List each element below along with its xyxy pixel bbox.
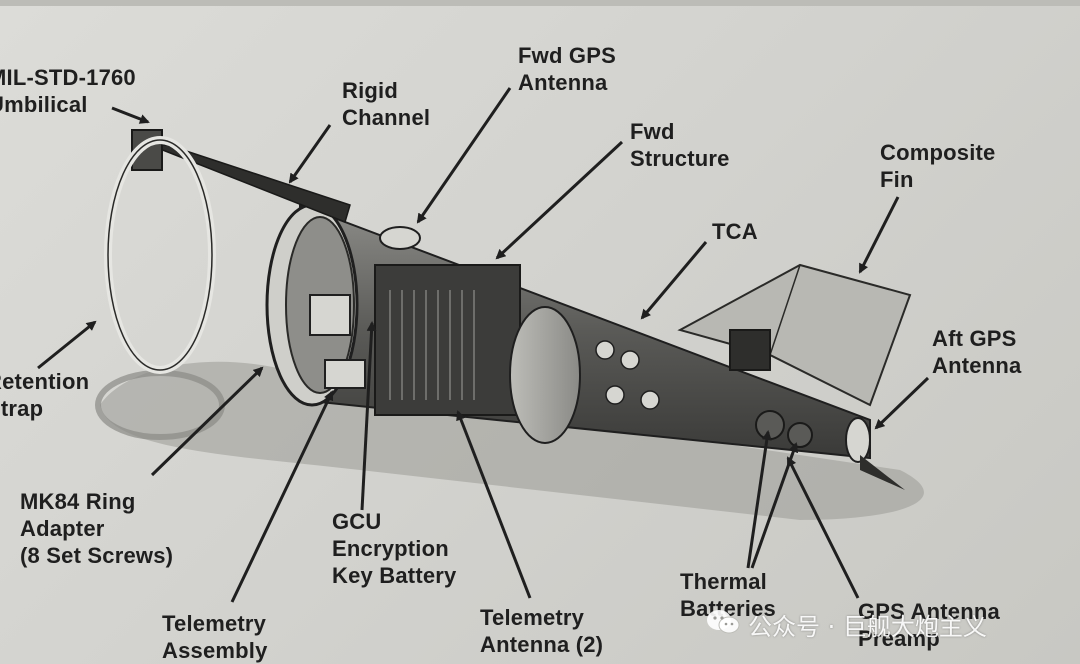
aft-gps-antenna-shape — [845, 417, 871, 463]
arrow-umbilical — [111, 106, 150, 124]
thermal-battery-shape — [755, 410, 785, 440]
label-telemetry-assembly: Telemetry Assembly — [162, 611, 268, 663]
arrow-tca — [640, 241, 708, 320]
telemetry-box-shape — [309, 294, 351, 336]
arrow-telemetry-antenna — [456, 410, 532, 599]
gcu-block — [374, 264, 521, 416]
label-mk84-ring-adapter: MK84 Ring Adapter (8 Set Screws) — [20, 489, 174, 568]
fwd-gps-antenna-shape — [379, 226, 421, 250]
label-tca: TCA — [712, 219, 758, 244]
arrow-composite-fin — [858, 196, 900, 274]
arrow-telemetry-assembly — [230, 390, 334, 603]
label-fwd-structure: Fwd Structure — [630, 119, 730, 171]
arrow-aft-gps-antenna — [874, 376, 930, 430]
arrow-gcu-battery — [360, 321, 377, 511]
label-gps-antenna-preamp: GPS Antenna Preamp — [858, 599, 1000, 651]
label-thermal-batteries: Thermal Batteries — [680, 569, 776, 621]
arrow-mk84-ring — [150, 366, 264, 477]
label-aft-gps-antenna: Aft GPS Antenna — [932, 326, 1022, 378]
arrow-retention-strap — [37, 320, 97, 370]
label-retention-strap: Retention Strap — [0, 369, 90, 421]
arrow-fwd-structure — [495, 140, 624, 260]
label-composite-fin: Composite Fin — [880, 140, 996, 192]
arrow-rigid-channel — [288, 124, 332, 184]
tca-section — [509, 306, 581, 444]
watermark-text: 公众号 · 巨舰大炮主义 — [748, 612, 987, 641]
watermark: 公众号 · 巨舰大炮主义 — [706, 606, 1066, 642]
arrow-gps-preamp — [786, 456, 860, 599]
arrow-fwd-gps-antenna — [416, 87, 512, 224]
label-umbilical: MIL-STD-1760 Umbilical — [0, 65, 136, 117]
arrow-thermal-battery-1 — [746, 430, 772, 569]
wechat-icon — [706, 608, 740, 641]
label-gcu-battery: GCU Encryption Key Battery — [332, 509, 457, 588]
label-rigid-channel: Rigid Channel — [342, 78, 431, 130]
label-telemetry-antenna: Telemetry Antenna (2) — [480, 605, 604, 657]
top-edge — [0, 0, 1080, 6]
rigid-channel-shape — [149, 144, 351, 223]
label-fwd-gps-antenna: Fwd GPS Antenna — [518, 43, 616, 95]
